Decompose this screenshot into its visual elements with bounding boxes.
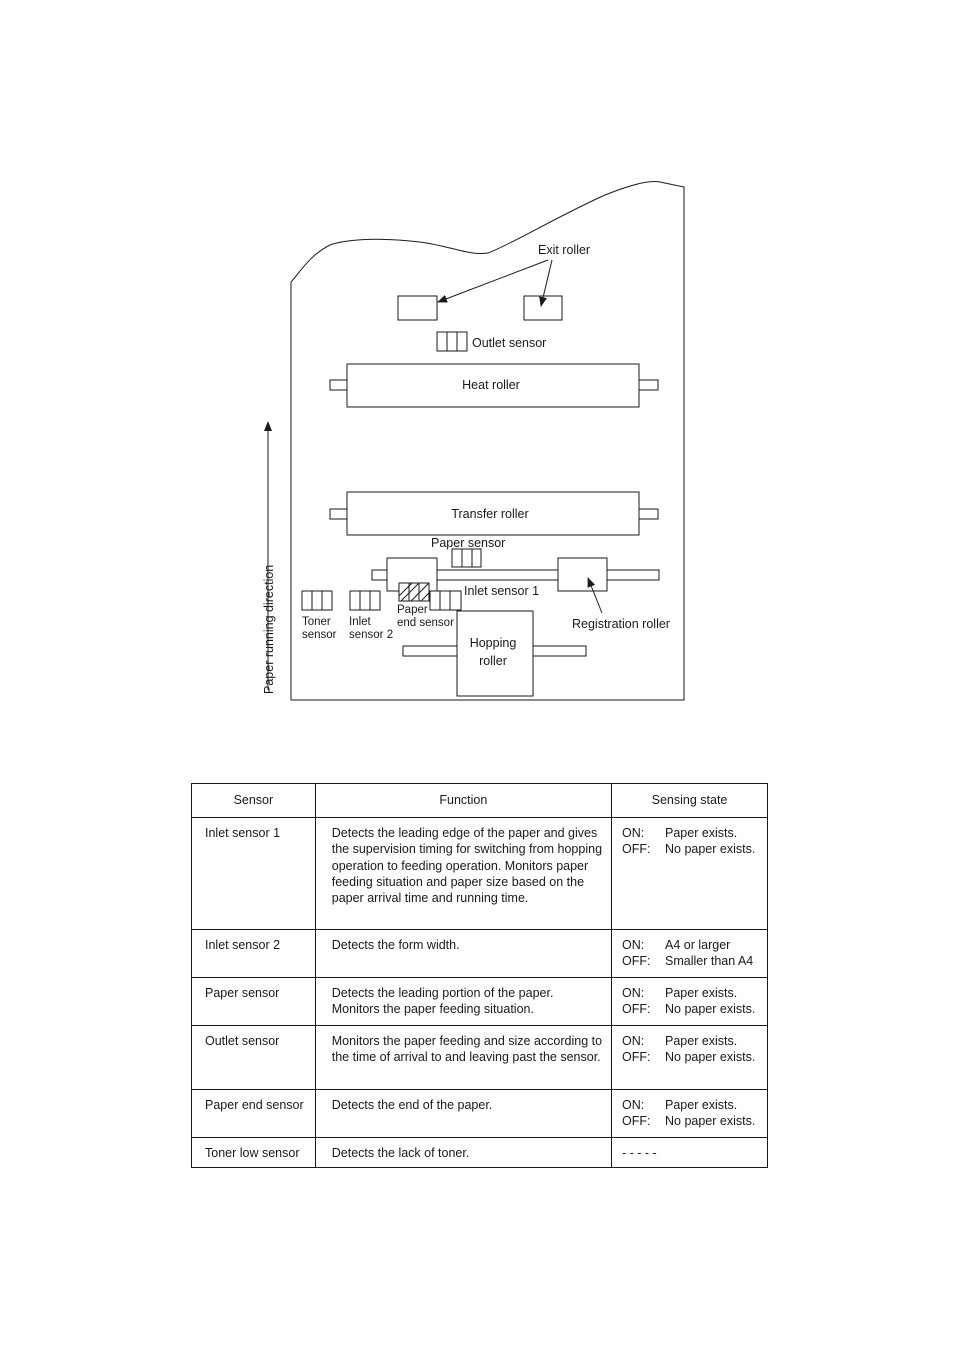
inlet-sensor-1 <box>429 590 462 611</box>
state-on-value: Paper exists. <box>665 986 738 1000</box>
state-off-key: OFF: <box>622 1114 651 1129</box>
table-header-row: Sensor Function Sensing state <box>191 783 768 818</box>
function-cell: Detects the form width. <box>314 929 613 978</box>
state-on-key: ON: <box>622 826 645 840</box>
state-on-value: Paper exists. <box>665 1098 738 1112</box>
state-off-key: OFF: <box>622 842 651 857</box>
sensor-name-cell: Outlet sensor <box>191 1025 316 1090</box>
sensor-name-cell: Inlet sensor 1 <box>191 817 316 930</box>
state-on-value: A4 or larger <box>665 938 731 952</box>
header-sensor: Sensor <box>191 783 316 818</box>
inlet-sensor-1-label: Inlet sensor 1 <box>464 584 539 598</box>
table-row: Inlet sensor 1 Detects the leading edge … <box>191 817 768 930</box>
header-sensing-state: Sensing state <box>611 783 768 818</box>
sensor-name-cell: Paper end sensor <box>191 1089 316 1138</box>
function-cell: Detects the leading portion of the paper… <box>314 977 613 1026</box>
registration-roller-label: Registration roller <box>572 617 670 631</box>
sensing-state-cell: ON: A4 or larger OFF: Smaller than A4 <box>611 929 768 978</box>
state-off-value: Smaller than A4 <box>665 954 754 969</box>
outlet-sensor <box>436 331 468 352</box>
state-off-value: No paper exists. <box>665 1050 756 1065</box>
state-on-key: ON: <box>622 986 645 1000</box>
state-off-key: OFF: <box>622 1050 651 1065</box>
table-row: Inlet sensor 2 Detects the form width. O… <box>191 929 768 978</box>
sensing-state-cell: ON: Paper exists. OFF: No paper exists. <box>611 977 768 1026</box>
table-row: Paper end sensor Detects the end of the … <box>191 1089 768 1138</box>
paper-end-sensor-label-2: end sensor <box>397 617 454 629</box>
state-off-value: No paper exists. <box>665 842 756 857</box>
paper-end-sensor <box>398 582 430 602</box>
toner-sensor-label-1: Toner <box>302 616 331 628</box>
hopping-roller <box>402 610 587 697</box>
paper-direction-label: Paper running direction <box>262 565 276 694</box>
sensing-state-cell: ON: Paper exists. OFF: No paper exists. <box>611 817 768 930</box>
header-function: Function <box>314 783 613 818</box>
outlet-sensor-label: Outlet sensor <box>472 336 546 350</box>
exit-roller-leader-right <box>539 259 553 307</box>
toner-sensor-label-2: sensor <box>302 629 337 641</box>
state-off-value: No paper exists. <box>665 1002 756 1017</box>
paper-sensor-label: Paper sensor <box>431 536 505 550</box>
sensor-name-cell: Toner low sensor <box>191 1136 316 1169</box>
function-cell: Detects the end of the paper. <box>314 1089 613 1138</box>
hopping-roller-label-1: Hopping <box>470 636 517 650</box>
sensor-name-cell: Paper sensor <box>191 977 316 1026</box>
inlet-sensor-2-label-2: sensor 2 <box>349 629 393 641</box>
table-row: Paper sensor Detects the leading portion… <box>191 977 768 1026</box>
state-off-value: No paper exists. <box>665 1114 756 1129</box>
hopping-roller-label-2: roller <box>479 654 507 668</box>
state-on-key: ON: <box>622 1034 645 1048</box>
state-off-key: OFF: <box>622 1002 651 1017</box>
table-row: Toner low sensor Detects the lack of ton… <box>191 1136 768 1169</box>
sensor-function-table: Sensor Function Sensing state Inlet sens… <box>191 783 768 1169</box>
sensor-name-cell: Inlet sensor 2 <box>191 929 316 978</box>
exit-roller-leader-left <box>437 259 549 303</box>
paper-end-sensor-label-1: Paper <box>397 604 428 616</box>
sensing-state-cell: ON: Paper exists. OFF: No paper exists. <box>611 1025 768 1090</box>
state-on-key: ON: <box>622 938 645 952</box>
registration-roller-leader <box>587 577 603 614</box>
inlet-sensor-2 <box>349 590 381 611</box>
function-cell: Monitors the paper feeding and size acco… <box>314 1025 613 1090</box>
state-on-key: ON: <box>622 1098 645 1112</box>
paper-sensor <box>451 548 482 568</box>
heat-roller <box>329 363 659 408</box>
table-row: Outlet sensor Monitors the paper feeding… <box>191 1025 768 1090</box>
toner-sensor <box>301 590 333 611</box>
transfer-roller <box>329 491 659 536</box>
exit-roller-left <box>397 295 438 321</box>
exit-roller-label: Exit roller <box>538 243 590 257</box>
transfer-roller-label: Transfer roller <box>451 507 528 521</box>
paper-path-diagram: Exit roller Outlet sensor Heat roller Pa… <box>262 181 685 701</box>
printer-outline <box>290 181 685 701</box>
function-cell: Detects the lack of toner. <box>314 1136 613 1169</box>
sensing-state-cell: ON: Paper exists. OFF: No paper exists. <box>611 1089 768 1138</box>
heat-roller-label: Heat roller <box>462 378 520 392</box>
state-off-key: OFF: <box>622 954 651 969</box>
inlet-sensor-2-label-1: Inlet <box>349 616 372 628</box>
function-cell: Detects the leading edge of the paper an… <box>314 817 613 930</box>
sensing-state-cell: - - - - - <box>611 1136 768 1169</box>
state-on-value: Paper exists. <box>665 826 738 840</box>
state-on-value: Paper exists. <box>665 1034 738 1048</box>
